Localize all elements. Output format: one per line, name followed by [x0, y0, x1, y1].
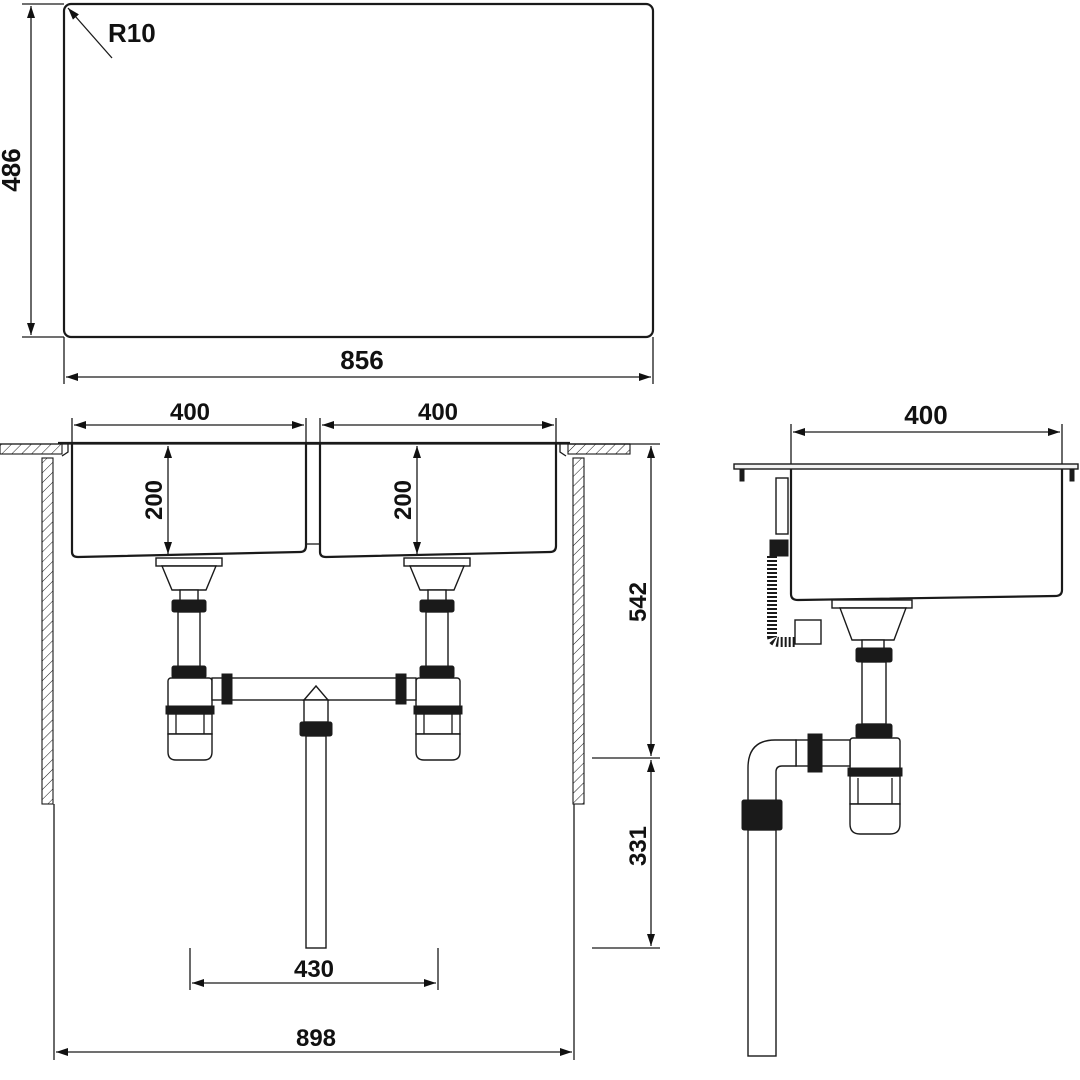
sink-outline-top [62, 2, 655, 339]
width-label: 856 [340, 345, 383, 375]
connecting-pipe [211, 673, 417, 949]
rim-clip-right [559, 442, 570, 457]
cabinet-wall-right [572, 457, 585, 805]
left-bowl [70, 444, 308, 559]
outlet-spacing-label: 430 [294, 956, 334, 983]
side-bowl [789, 469, 1064, 602]
side-view: 400 [733, 400, 1079, 1057]
overflow-hose [767, 477, 822, 647]
top-view: R10 486 856 [0, 2, 655, 384]
radius-leader [67, 7, 113, 59]
rim-clip-left [58, 442, 69, 457]
countertop-right [567, 443, 631, 455]
cabinet-wall-left [41, 457, 54, 805]
side-outlet-pipe [741, 733, 851, 1057]
left-bowl-width-label: 400 [170, 399, 210, 426]
left-drain-assembly [155, 557, 223, 761]
cabinet-height-label: 542 [625, 582, 652, 622]
side-clip-left [739, 468, 745, 482]
radius-label: R10 [108, 18, 156, 48]
right-drain-assembly [403, 557, 471, 761]
side-rim [733, 463, 1079, 470]
front-view: 400 400 200 200 [0, 399, 660, 1060]
left-bowl-depth-label: 200 [141, 480, 168, 520]
right-bowl [318, 444, 558, 559]
side-bowl-width-label: 400 [904, 400, 947, 430]
side-drain-assembly [831, 599, 913, 835]
right-bowl-width-label: 400 [418, 399, 458, 426]
drain-height-label: 331 [625, 826, 652, 866]
height-label: 486 [0, 148, 26, 191]
right-bowl-depth-label: 200 [390, 480, 417, 520]
bowl-divider [305, 443, 321, 545]
countertop-left [0, 443, 63, 455]
cabinet-width-label: 898 [296, 1025, 336, 1052]
side-clip-right [1069, 468, 1075, 482]
